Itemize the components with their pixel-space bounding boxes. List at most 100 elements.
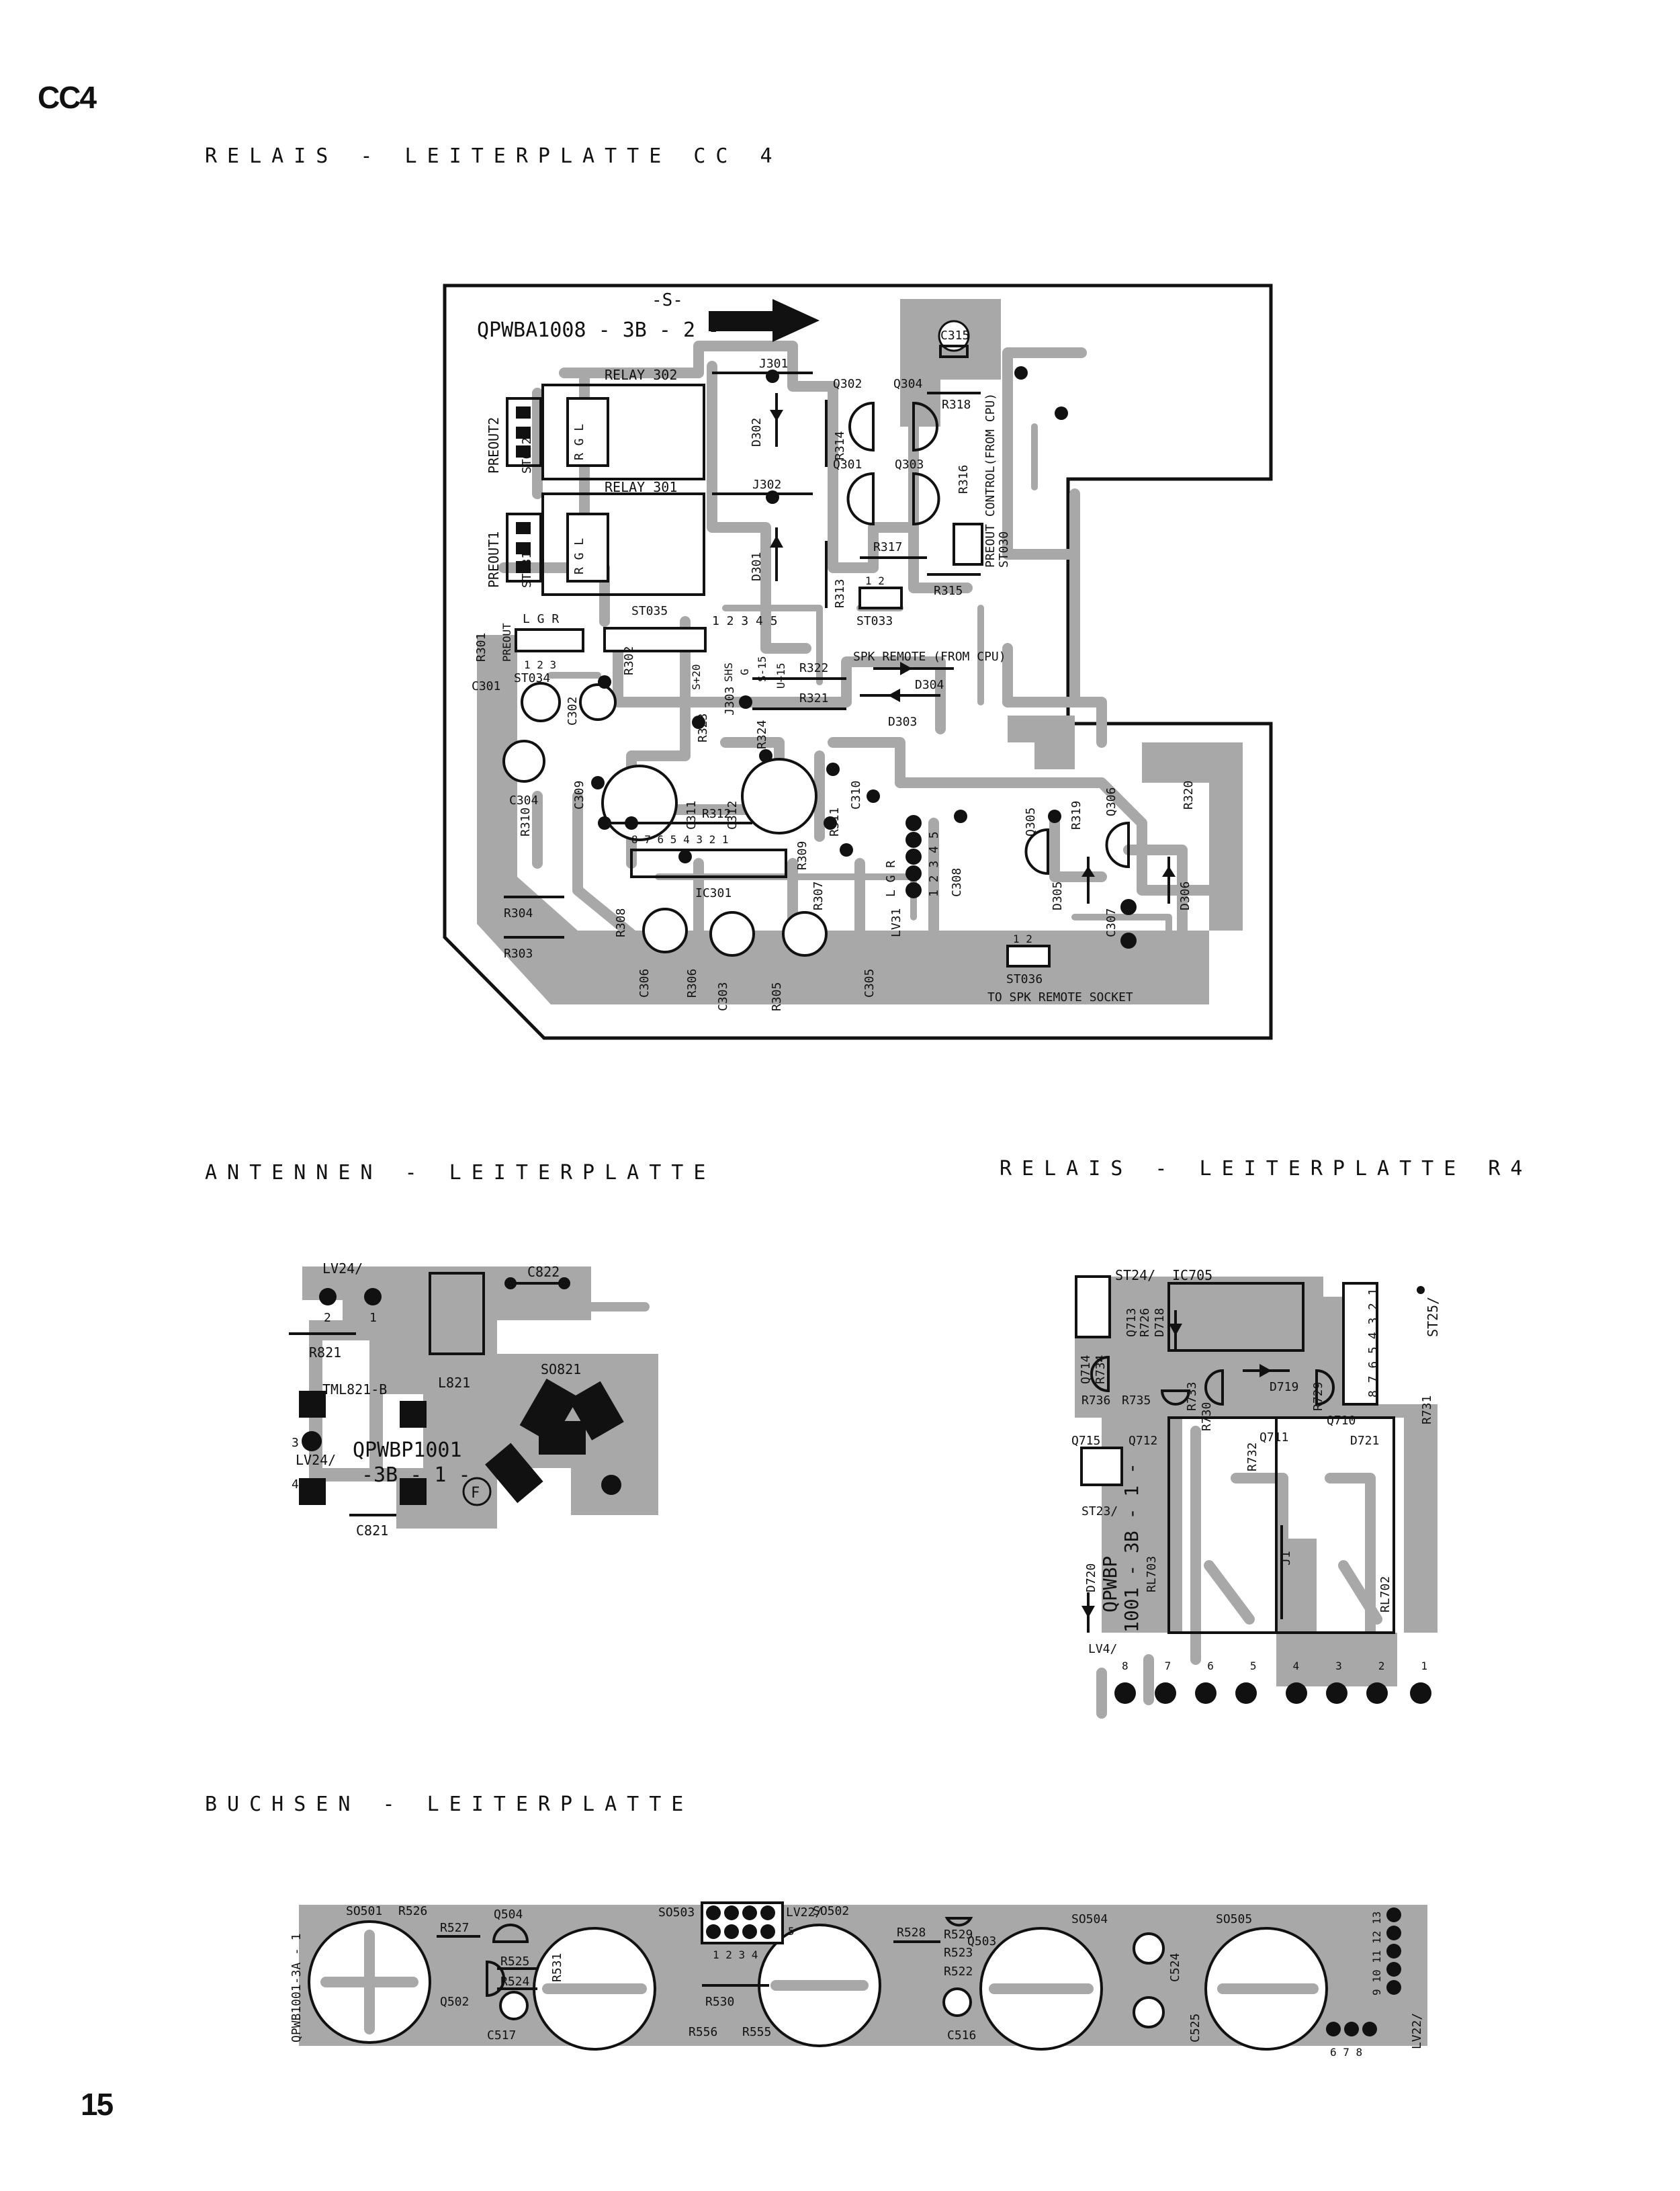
label-ic705: IC705: [1172, 1267, 1212, 1283]
pad-lv24-1: [364, 1288, 382, 1305]
label-r304: R304: [504, 906, 533, 920]
transistor-q303: [912, 472, 940, 526]
label-r308: R308: [614, 908, 628, 937]
transistor-q712: [1160, 1389, 1191, 1406]
label-r310: R310: [519, 808, 533, 836]
cap-c525: [1133, 1996, 1165, 2028]
part-number-buchsen: QPWB1001-3A - 1: [290, 1933, 304, 2043]
label-q712: Q712: [1129, 1434, 1157, 1448]
label-preout1: PREOUT1: [486, 531, 502, 588]
corner-label: CC4: [38, 80, 97, 115]
label-pin-2: 2: [324, 1311, 331, 1325]
label-r527: R527: [440, 1921, 469, 1935]
label-r531: R531: [550, 1953, 564, 1982]
label-rl702: RL702: [1378, 1576, 1392, 1613]
label-lv22-bottom-pins: 6 7 8: [1330, 2046, 1362, 2059]
label-preout-control: PREOUT CONTROL(FROM CPU): [983, 393, 998, 568]
label-q305: Q305: [1024, 808, 1038, 836]
transistor-q502: [486, 1960, 505, 1997]
label-j301: J301: [759, 357, 788, 371]
transistor-q306: [1105, 821, 1130, 869]
pad: [504, 1277, 517, 1289]
connector-st251: [1342, 1282, 1378, 1406]
label-pin-1: 1: [369, 1311, 377, 1325]
ic-301: [630, 849, 787, 878]
label-lv31: LV31: [889, 908, 903, 937]
label-c525: C525: [1188, 2014, 1202, 2043]
diode-d718: [1169, 1310, 1182, 1350]
direction-arrow-icon: [709, 299, 820, 342]
label-st036: ST036: [1006, 972, 1043, 986]
label-lv22-side: LV22/: [1410, 2013, 1424, 2049]
section-title-buchsen: BUCHSEN - LEITERPLATTE: [205, 1793, 694, 1816]
cap-c303: [709, 911, 755, 957]
connector-lv31: [905, 815, 922, 898]
label-r319: R319: [1069, 801, 1084, 830]
label-r313: R313: [833, 579, 847, 608]
socket-so821: [485, 1378, 624, 1504]
transistor-q504: [492, 1924, 529, 1943]
section-title-antennen: ANTENNEN - LEITERPLATTE: [205, 1161, 716, 1185]
diode-d301: [770, 527, 783, 581]
copper-traces: [320, 1930, 1319, 2034]
transistor-q302: [848, 401, 875, 452]
label-c308: C308: [950, 868, 964, 897]
label-r303: R303: [504, 947, 533, 961]
ground-plane: [900, 299, 1001, 427]
cap-c311: [601, 765, 678, 841]
label-preout2: PREOUT2: [486, 417, 502, 474]
cap-c306: [642, 908, 688, 953]
page-number: 15: [81, 2087, 114, 2122]
cap-c301: [521, 682, 561, 722]
label-d304: D304: [915, 678, 944, 692]
diode-d304: [873, 662, 954, 675]
diode-d305: [1081, 857, 1095, 904]
label-r526: R526: [398, 1904, 427, 1918]
part-number-antennen: QPWBP1001: [353, 1438, 462, 1462]
label-tml821b: TML821-B: [322, 1381, 387, 1398]
pcb-antennen: LV24/ 2 1 L821 C822 R821 TML821-B SO821 …: [289, 1260, 658, 1539]
label-c517: C517: [487, 2028, 516, 2043]
label-so505: SO505: [1216, 1912, 1252, 1926]
connector-st034: [515, 628, 584, 652]
label-d720: D720: [1084, 1563, 1098, 1592]
label-st231: ST23/: [1081, 1504, 1118, 1518]
section-title-relais-cc4: RELAIS - LEITERPLATTE CC 4: [205, 144, 783, 168]
pad: [1417, 1286, 1425, 1294]
label-lv4-pins: 8 7 6 5 4 3 2 1: [1122, 1660, 1427, 1672]
label-c524: C524: [1168, 1953, 1182, 1982]
section-title-relais-r4: RELAIS - LEITERPLATTE R4: [1000, 1157, 1533, 1180]
label-r523: R523: [944, 1946, 973, 1960]
coil-l821: [429, 1272, 485, 1355]
label-c315: C315: [940, 329, 969, 343]
label-st034: ST034: [514, 671, 550, 685]
connector-lv4-pins: [1114, 1682, 1431, 1704]
label-r305: R305: [770, 982, 784, 1011]
transistor-q710: [1315, 1369, 1335, 1406]
label-pin-4: 4: [292, 1477, 299, 1492]
part-sub-r4: 1001 - 3B - 1 -: [1120, 1463, 1143, 1633]
label-q714: Q714: [1079, 1355, 1093, 1384]
label-c309: C309: [572, 781, 586, 810]
pad: [601, 1475, 621, 1495]
transistor-q714: [1090, 1355, 1110, 1393]
label-q710: Q710: [1327, 1414, 1356, 1428]
label-ic301: IC301: [695, 886, 732, 900]
label-s15: S-15: [756, 656, 768, 682]
label-q502: Q502: [440, 1995, 469, 2009]
part-sub-antennen: -3B - 1 -: [361, 1463, 471, 1487]
label-d718: D718: [1153, 1308, 1167, 1337]
label-d301: D301: [750, 552, 764, 581]
label-st036-pins: 1 2: [1013, 933, 1032, 945]
connector-st032: [506, 397, 609, 467]
label-r309: R309: [795, 841, 809, 870]
board-outline: [443, 284, 1273, 1040]
label-r726: R726: [1138, 1308, 1152, 1337]
pad: [558, 1277, 570, 1289]
label-so503-pins: 1 2 3 4: [713, 1948, 758, 1961]
label-relay301: RELAY 301: [605, 479, 677, 495]
cap-c315: [939, 345, 969, 358]
label-q713: Q713: [1124, 1308, 1139, 1337]
label-r529: R529: [944, 1928, 973, 1942]
transistor-q301: [846, 472, 875, 526]
